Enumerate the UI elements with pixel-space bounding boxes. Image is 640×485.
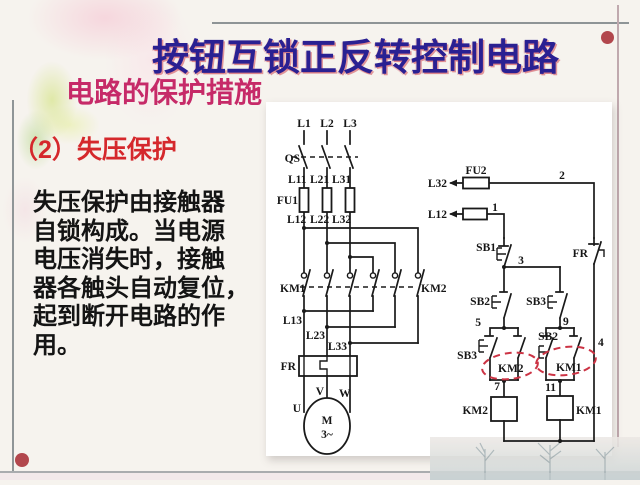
label-l13: L13: [283, 315, 302, 327]
section-heading: （2）失压保护: [13, 136, 177, 164]
body-line: 器各触头自动复位，: [33, 274, 249, 302]
left-rule: [12, 100, 14, 474]
label-km1-contacts: KM1: [280, 283, 306, 295]
label-l32-ctrl: L32: [428, 178, 447, 190]
label-sb3-nc: SB3: [457, 350, 477, 362]
label-sb2-start: SB2: [470, 296, 490, 308]
bullet-dot-bottom-left: [15, 453, 29, 467]
bullet-dot-top-right: [601, 31, 614, 44]
label-v: V: [316, 386, 325, 398]
label-l33: L33: [328, 341, 347, 353]
label-l31: L31: [332, 174, 351, 186]
control-circuit: L32 FU2 2 L12 1 SB1 3 SB2 SB3 FR 4 5 9 S…: [428, 165, 605, 443]
label-node-7: 7: [494, 381, 500, 393]
label-fr-ctrl: FR: [573, 248, 589, 260]
circuit-diagram: M 3~ L1 L2 L3 QS L11 L21 L31 FU1 L12 L22…: [277, 118, 605, 455]
label-node-9: 9: [563, 316, 569, 328]
label-km2-aux: KM2: [498, 363, 524, 375]
label-node-2: 2: [559, 170, 565, 182]
label-l12: L12: [287, 214, 306, 226]
label-l23: L23: [306, 330, 325, 342]
body-line: 用。: [33, 331, 81, 359]
background-trees-image: [430, 437, 640, 480]
label-sb3-start: SB3: [526, 296, 546, 308]
label-node-3: 3: [518, 255, 524, 267]
label-km2-contacts: KM2: [421, 283, 447, 295]
label-w: W: [339, 388, 351, 400]
label-fu2: FU2: [465, 165, 486, 177]
label-l32: L32: [332, 214, 351, 226]
top-rule: [212, 22, 629, 24]
motor-phase-label: 3~: [321, 429, 333, 441]
body-line: 起到断开电路的作: [33, 303, 225, 330]
label-l1: L1: [297, 118, 311, 130]
label-node-5: 5: [475, 317, 481, 329]
label-l3: L3: [343, 118, 357, 130]
label-node-4: 4: [598, 337, 604, 349]
label-u: U: [293, 403, 302, 415]
body-line: 自锁构成。当电源: [33, 217, 225, 245]
label-km1-coil: KM1: [576, 405, 602, 417]
label-sb1: SB1: [476, 242, 496, 254]
page-title: 按钮互锁正反转控制电路: [152, 37, 559, 78]
highlight-km2-selflock: [481, 351, 539, 381]
label-l12-ctrl: L12: [428, 209, 447, 221]
label-qs: QS: [285, 153, 300, 165]
body-text: 失压保护由接触器 自锁构成。当电源 电压消失时，接触 器各触头自动复位， 起到断…: [33, 189, 263, 360]
label-l21: L21: [310, 174, 329, 186]
label-l2: L2: [320, 118, 334, 130]
main-circuit: M 3~ L1 L2 L3 QS L11 L21 L31 FU1 L12 L22…: [277, 118, 447, 455]
label-node-1: 1: [492, 202, 498, 214]
motor-m-label: M: [322, 415, 333, 427]
label-node-11: 11: [545, 382, 556, 394]
bottom-rule: [0, 471, 640, 473]
label-l11: L11: [288, 174, 307, 186]
highlight-km1-selflock: [535, 345, 597, 377]
label-sb2-nc: SB2: [538, 331, 558, 343]
body-line: 电压消失时，接触: [33, 246, 225, 273]
label-km1-aux: KM1: [556, 362, 582, 374]
section-subtitle: 电路的保护措施: [66, 77, 263, 108]
label-km2-coil: KM2: [462, 405, 488, 417]
label-fr-main: FR: [281, 361, 297, 373]
body-line: 失压保护由接触器: [33, 189, 225, 216]
right-rule: [617, 5, 619, 447]
bottom-strip: [0, 473, 640, 480]
label-fu1: FU1: [277, 195, 298, 207]
label-l22: L22: [310, 214, 329, 226]
